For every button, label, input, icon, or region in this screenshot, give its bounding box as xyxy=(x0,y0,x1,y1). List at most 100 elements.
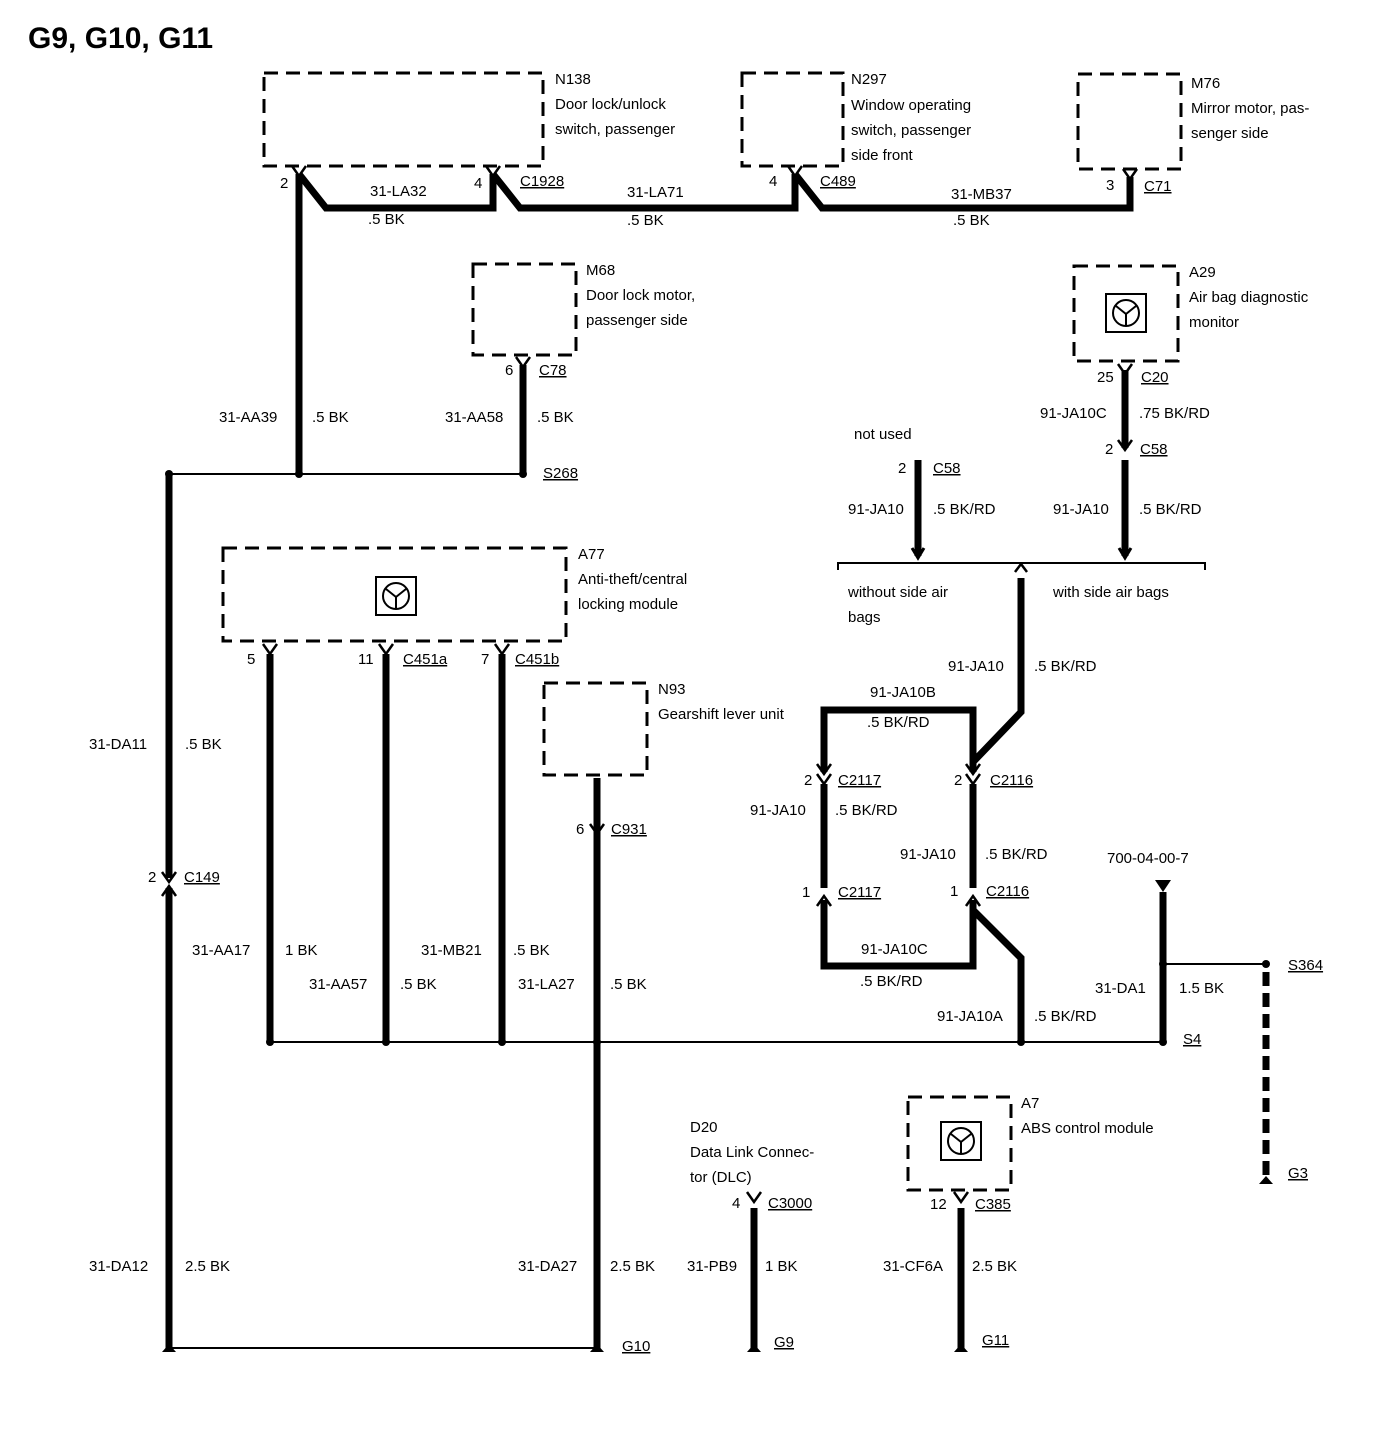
connector-label: C71 xyxy=(1144,178,1172,195)
wire-size: .5 BK xyxy=(368,211,405,228)
m76-label: M76 Mirror motor, pas- senger side xyxy=(1191,75,1309,142)
pin-number: 6 xyxy=(505,362,513,379)
svg-text:locking module: locking module xyxy=(578,596,678,613)
svg-text:A29: A29 xyxy=(1189,264,1216,281)
pin-number: 1 xyxy=(950,883,958,900)
svg-text:tor (DLC): tor (DLC) xyxy=(690,1169,752,1186)
svg-text:Door lock motor,: Door lock motor, xyxy=(586,287,695,304)
wire-code: 91-JA10B xyxy=(870,684,936,701)
connector-label: C2116 xyxy=(990,772,1033,789)
connector-label: C2116 xyxy=(986,883,1029,900)
pin-number: 5 xyxy=(247,651,255,668)
m68-box xyxy=(471,262,578,357)
wire-code: 31-AA39 xyxy=(219,409,277,426)
wire-code: 31-LA27 xyxy=(518,976,575,993)
svg-text:switch, passenger: switch, passenger xyxy=(555,121,675,138)
wire-size: .5 BK xyxy=(953,212,990,229)
wire-code: 31-DA12 xyxy=(89,1258,148,1275)
wire-code: 91-JA10C xyxy=(1040,405,1107,422)
svg-text:N297: N297 xyxy=(851,71,887,88)
wire-size: .5 BK/RD xyxy=(1034,658,1097,675)
m76-box xyxy=(1076,72,1183,171)
wire-code: 91-JA10 xyxy=(750,802,806,819)
svg-text:ABS control module: ABS control module xyxy=(1021,1120,1154,1137)
ground-label: G3 xyxy=(1288,1165,1308,1182)
connector-label: C78 xyxy=(539,362,567,379)
splice-label: S364 xyxy=(1288,957,1323,974)
connector-label: C58 xyxy=(1140,441,1168,458)
wire-code: 91-JA10C xyxy=(861,941,928,958)
connector-label: C385 xyxy=(975,1196,1011,1213)
pin-number: 25 xyxy=(1097,369,1114,386)
connector-label: C489 xyxy=(820,173,856,190)
wire-code: 31-MB21 xyxy=(421,942,482,959)
note-without-airbags: without side air xyxy=(847,584,948,601)
m68-label: M68 Door lock motor, passenger side xyxy=(586,262,695,329)
n138-label: N138 Door lock/unlock switch, passenger xyxy=(555,71,675,138)
wire-code: 91-JA10 xyxy=(900,846,956,863)
wire-code: 31-DA27 xyxy=(518,1258,577,1275)
wire-code: 31-LA71 xyxy=(627,184,684,201)
wire-code: 31-AA17 xyxy=(192,942,250,959)
wire-la71 xyxy=(490,171,799,212)
a7-label: A7 ABS control module xyxy=(1021,1095,1154,1137)
ground-label: G11 xyxy=(982,1332,1009,1349)
wire-code: 91-JA10 xyxy=(948,658,1004,675)
wire-code: 31-AA57 xyxy=(309,976,367,993)
d20-label: D20 Data Link Connec- tor (DLC) xyxy=(690,1119,814,1186)
pin-number: 3 xyxy=(1106,177,1114,194)
svg-text:senger side: senger side xyxy=(1191,125,1269,142)
wire-size: 2.5 BK xyxy=(610,1258,655,1275)
pin-number: 2 xyxy=(280,175,288,192)
splice-label: S4 xyxy=(1183,1031,1201,1048)
svg-text:A7: A7 xyxy=(1021,1095,1039,1112)
pin-number: 1 xyxy=(802,884,810,901)
svg-text:N93: N93 xyxy=(658,681,686,698)
pin-number: 4 xyxy=(474,175,482,192)
wire-size: .5 BK xyxy=(400,976,437,993)
wire-code: 31-DA1 xyxy=(1095,980,1146,997)
wire-ja10c-loop xyxy=(820,900,977,970)
splice-label: S268 xyxy=(543,465,578,482)
reference-number: 700-04-00-7 xyxy=(1107,850,1189,867)
wire-size: .5 BK xyxy=(627,212,664,229)
wire-size: .5 BK/RD xyxy=(1034,1008,1097,1025)
ground-icon xyxy=(954,1344,968,1352)
wire-size: .5 BK/RD xyxy=(985,846,1048,863)
a77-box xyxy=(221,546,568,643)
connector-label: C149 xyxy=(184,869,220,886)
note-with-airbags: with side air bags xyxy=(1052,584,1169,601)
wire-size: .5 BK xyxy=(610,976,647,993)
a77-ecu-icon xyxy=(375,576,417,616)
a77-label: A77 Anti-theft/central locking module xyxy=(578,546,687,613)
svg-text:switch, passenger: switch, passenger xyxy=(851,122,971,139)
wire-mb37 xyxy=(792,171,1134,212)
n138-box xyxy=(262,71,545,168)
connector-label: C2117 xyxy=(838,884,881,901)
note-without-airbags-2: bags xyxy=(848,609,881,626)
ground-icon xyxy=(162,1344,176,1352)
connector-label: C2117 xyxy=(838,772,881,789)
wire-code: 31-CF6A xyxy=(883,1258,943,1275)
connector-label: C931 xyxy=(611,821,647,838)
connector-label: C451a xyxy=(403,651,448,668)
wire-size: 1.5 BK xyxy=(1179,980,1224,997)
n297-label: N297 Window operating switch, passenger … xyxy=(851,71,971,164)
svg-text:Door lock/unlock: Door lock/unlock xyxy=(555,96,666,113)
ref-arrow-icon xyxy=(1155,880,1171,892)
ground-icon xyxy=(1259,1176,1273,1184)
svg-text:side front: side front xyxy=(851,147,914,164)
wire-size: .5 BK xyxy=(513,942,550,959)
wire-code: 91-JA10A xyxy=(937,1008,1003,1025)
svg-text:passenger side: passenger side xyxy=(586,312,688,329)
svg-text:Mirror motor, pas-: Mirror motor, pas- xyxy=(1191,100,1309,117)
pin-number: 4 xyxy=(732,1195,740,1212)
pin-number: 2 xyxy=(898,460,906,477)
wire-la32 xyxy=(296,171,497,212)
a29-box xyxy=(1072,264,1180,363)
wire-code: 31-MB37 xyxy=(951,186,1012,203)
wire-size: .5 BK/RD xyxy=(867,714,930,731)
wire-ja10a xyxy=(970,907,1025,1040)
wire-ja10-mid xyxy=(970,578,1025,765)
pin-number: 2 xyxy=(954,772,962,789)
